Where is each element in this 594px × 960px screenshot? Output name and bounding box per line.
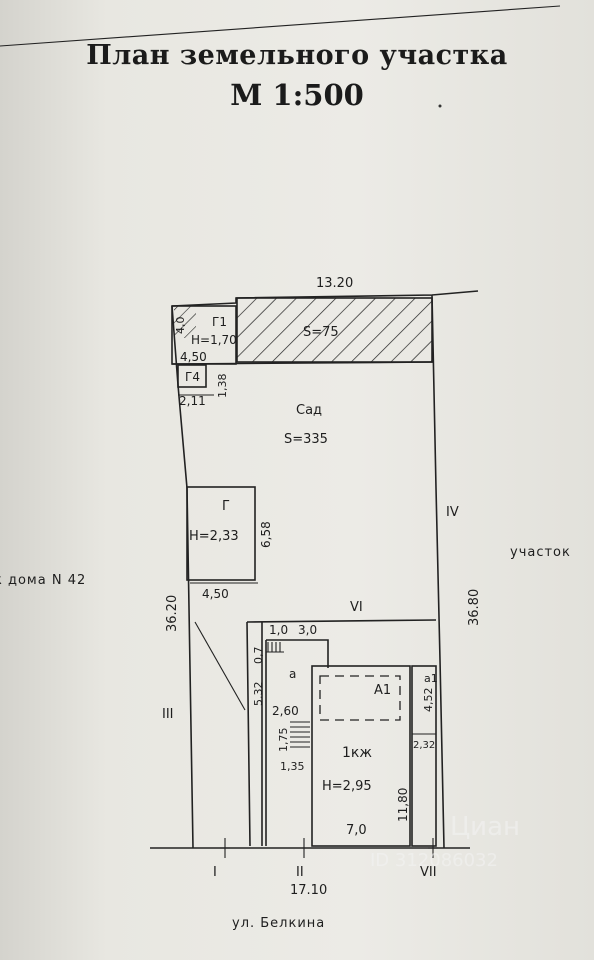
- label-house-height: H=2,95: [322, 779, 372, 794]
- shed-g1: [171, 305, 237, 365]
- label-g4: Г4: [185, 370, 200, 384]
- dim-g1-width: 4,50: [180, 350, 207, 364]
- label-boundary-i: I: [213, 865, 217, 880]
- watermark-brand: Циан: [450, 812, 520, 842]
- label-street: ул. Белкина: [232, 916, 325, 931]
- main-house: [311, 665, 411, 847]
- label-veranda: а: [289, 667, 296, 681]
- label-boundary-iii: III: [162, 707, 174, 722]
- dim-passage-length: 5.32: [252, 682, 265, 707]
- label-attic: А1: [374, 683, 391, 698]
- label-annex: а1: [424, 672, 438, 685]
- dim-house-width: 7,0: [346, 823, 367, 838]
- diagonal-line: [194, 621, 246, 711]
- watermark-id: ID 312086032: [370, 850, 498, 871]
- passage: [246, 621, 263, 847]
- dim-g1-depth: 4,0: [174, 317, 187, 335]
- boundary-line-vi: [246, 619, 437, 623]
- attic-outline: [319, 675, 401, 721]
- dim-a1-width: 2,32: [413, 740, 435, 751]
- label-g1: Г1: [212, 315, 227, 329]
- dim-porch-width-2: 3,0: [298, 623, 317, 637]
- label-boundary-ii: II: [296, 865, 304, 880]
- label-neighbor-right: участок: [510, 545, 571, 560]
- dim-steps-depth: 1,75: [277, 728, 290, 753]
- label-garage-height: H=2,33: [189, 529, 239, 544]
- dim-garage-width: 4,50: [202, 587, 229, 601]
- plot-boundary: [171, 290, 479, 849]
- dim-g4-depth: 1,38: [216, 374, 229, 399]
- dim-a1-length: 4,52: [422, 688, 435, 713]
- dim-porch-width-1: 1,0: [269, 623, 288, 637]
- dim-porch-depth: 0,7: [252, 647, 265, 665]
- garage: [186, 486, 256, 581]
- label-garden-area: S=335: [284, 432, 328, 447]
- top-edge-line: [0, 5, 561, 47]
- dim-garage-depth: 6,58: [259, 521, 273, 548]
- label-boundary-vii: VII: [420, 865, 437, 880]
- plan-title: План земельного участка: [86, 40, 508, 71]
- porch-steps: [266, 642, 284, 653]
- label-garage: Г: [222, 499, 230, 514]
- hatched-outbuilding: [237, 298, 432, 362]
- label-house: 1кж: [342, 745, 372, 761]
- annex-a1: [411, 665, 437, 847]
- dim-left-length: 36.20: [165, 595, 180, 632]
- veranda: [265, 639, 329, 846]
- label-hatched-area: S=75: [303, 325, 339, 340]
- dim-house-depth: 11,80: [396, 788, 410, 822]
- label-g1-height: H=1,70: [191, 333, 237, 347]
- shed-g1-hatch: [174, 306, 196, 338]
- dim-g4-width: 2,11: [179, 394, 206, 408]
- dim-top-width: 13.20: [316, 276, 353, 291]
- dim-right-length: 36.80: [467, 589, 482, 626]
- dim-a-width: 2,60: [272, 704, 299, 718]
- label-garden: Сад: [296, 403, 322, 418]
- dim-steps-width: 1,35: [280, 760, 305, 773]
- dim-bottom-width: 17.10: [290, 883, 327, 898]
- label-boundary-vi: VI: [350, 600, 363, 615]
- boundary-ticks: [220, 838, 438, 858]
- label-boundary-iv: IV: [446, 505, 459, 520]
- speck-dot: [438, 104, 442, 108]
- plan-scale: М 1:500: [230, 78, 364, 112]
- side-steps: [290, 721, 310, 748]
- shed-g4: [177, 364, 207, 388]
- label-neighbor-left: к дома N 42: [0, 573, 86, 588]
